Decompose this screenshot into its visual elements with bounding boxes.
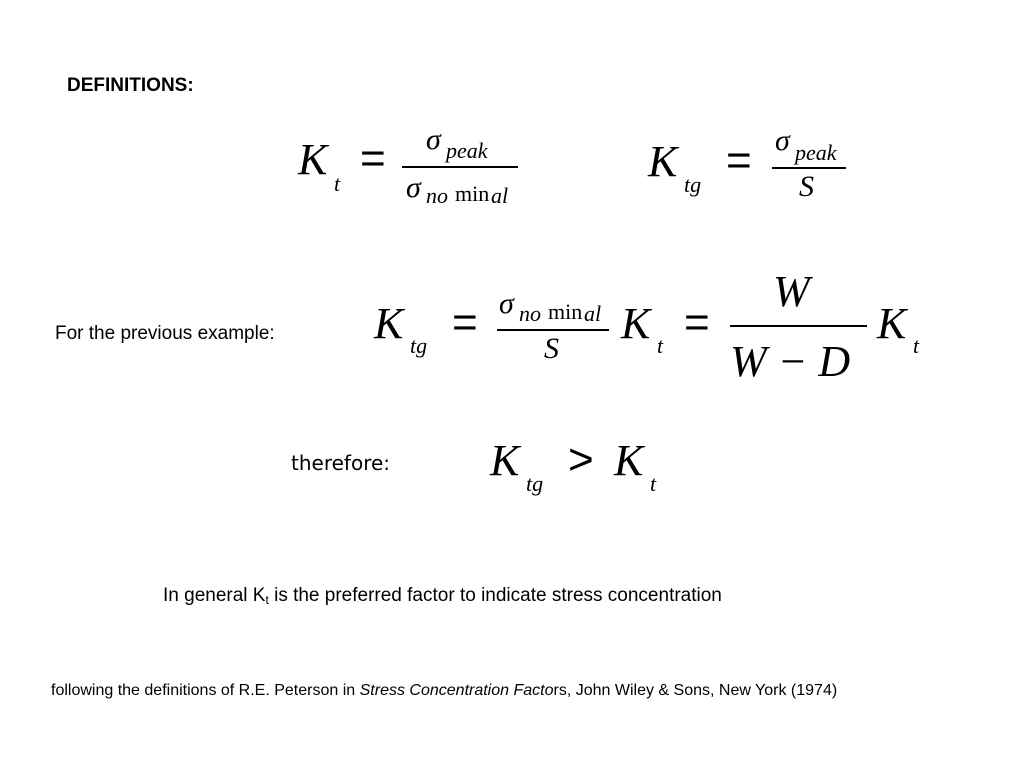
fraction-bar: [497, 329, 609, 331]
reference-prefix: following the definitions of R.E. Peters…: [51, 682, 360, 699]
general-statement-prefix: In general K: [163, 585, 266, 606]
subscript-tg: tg: [684, 172, 702, 197]
fraction-bar: [772, 167, 846, 169]
symbol-k: K: [490, 436, 520, 485]
subscript-al: al: [491, 183, 509, 208]
subscript-t: t: [334, 171, 341, 196]
reference-citation: following the definitions of R.E. Peters…: [51, 680, 951, 702]
subscript-t: t: [650, 471, 657, 496]
general-statement-suffix: is the preferred factor to indicate stre…: [268, 585, 722, 606]
symbol-s: S: [544, 332, 559, 365]
equals-sign: =: [726, 136, 752, 185]
subscript-min: min: [548, 299, 583, 324]
reference-suffix: rs, John Wiley & Sons, New York (1974): [553, 682, 838, 699]
symbol-sigma: σ: [406, 171, 421, 204]
symbol-s: S: [799, 170, 814, 203]
symbol-sigma: σ: [426, 123, 441, 156]
therefore-label: therefore:: [291, 451, 391, 475]
definitions-heading: DEFINITIONS:: [67, 75, 194, 96]
reference-book-title: Stress Concentration Facto: [359, 682, 554, 699]
symbol-k: K: [648, 137, 678, 186]
symbol-k: K: [877, 299, 907, 348]
expression-w-minus-d: W − D: [730, 337, 851, 386]
subscript-no: no: [519, 301, 541, 326]
equals-sign: =: [684, 298, 710, 347]
subscript-peak: peak: [795, 140, 837, 165]
symbol-k: K: [298, 135, 328, 184]
subscript-t: t: [657, 333, 664, 358]
subscript-tg: tg: [410, 333, 428, 358]
symbol-sigma: σ: [775, 124, 790, 157]
symbol-k: K: [621, 299, 651, 348]
symbol-k: K: [374, 299, 404, 348]
general-statement: In general Kt is the preferred factor to…: [163, 585, 722, 607]
subscript-t: t: [913, 333, 920, 358]
subscript-al: al: [584, 301, 602, 326]
subscript-min: min: [455, 181, 490, 206]
equals-sign: =: [360, 134, 386, 183]
subscript-peak: peak: [446, 138, 488, 163]
example-label: For the previous example:: [55, 323, 275, 344]
symbol-w: W: [773, 267, 810, 316]
general-statement-subscript: t: [265, 593, 269, 607]
equals-sign: =: [452, 298, 478, 347]
symbol-sigma: σ: [499, 287, 514, 320]
greater-than-sign: >: [568, 435, 594, 484]
fraction-bar: [730, 325, 867, 327]
fraction-bar: [402, 166, 518, 168]
symbol-k: K: [614, 436, 644, 485]
subscript-tg: tg: [526, 471, 544, 496]
subscript-no: no: [426, 183, 448, 208]
